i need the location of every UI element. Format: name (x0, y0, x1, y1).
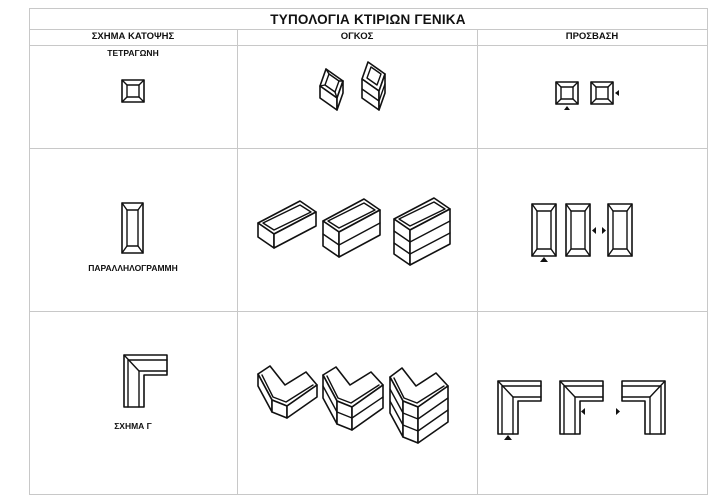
l-volume-icon-2 (322, 366, 384, 431)
cube-volume-icon (319, 68, 344, 111)
entrance-marker-icon (504, 435, 512, 440)
rectangle-access-icon-3 (607, 203, 633, 257)
table-grid (29, 8, 708, 495)
square-access-icon-2 (590, 81, 614, 105)
table-title: ΤΥΠΟΛΟΓΙΑ ΚΤΙΡΙΩΝ ΓΕΝΙΚΑ (270, 12, 466, 27)
box-volume-icon-1 (257, 200, 317, 249)
square-plan-icon (121, 79, 145, 103)
row-label-parallelogram: ΠΑΡΑΛΛΗΛΟΓΡΑΜΜΗ (88, 263, 178, 273)
l-access-icon-1 (497, 380, 542, 435)
header-plan-shape: ΣΧΗΜΑ ΚΑΤΟΨΗΣ (91, 31, 175, 42)
box-volume-icon-3 (393, 197, 451, 266)
l-access-icon-2 (559, 380, 604, 435)
entrance-marker-icon (592, 227, 596, 234)
entrance-marker-icon (564, 106, 570, 110)
entrance-marker-icon (615, 90, 619, 96)
header-access: ΠΡΟΣΒΑΣΗ (565, 31, 619, 42)
entrance-marker-icon (616, 408, 620, 415)
square-access-icon-1 (555, 81, 579, 105)
rectangle-access-icon-2 (565, 203, 591, 257)
box-volume-icon-2 (322, 198, 381, 258)
row-label-gamma: ΣΧΗΜΑ Γ (114, 421, 152, 431)
l-volume-icon-1 (257, 365, 318, 419)
l-shape-plan-icon (123, 354, 168, 408)
rectangle-access-icon-1 (531, 203, 557, 257)
header-volume: ΟΓΚΟΣ (340, 31, 374, 42)
entrance-marker-icon (602, 227, 606, 234)
row-label-square: ΤΕΤΡΑΓΩΝΗ (107, 48, 159, 58)
cube-tall-volume-icon (361, 61, 386, 111)
l-access-icon-3 (621, 380, 666, 435)
rectangle-plan-icon (121, 202, 144, 254)
entrance-marker-icon (581, 408, 585, 415)
l-volume-icon-3 (389, 367, 449, 444)
entrance-marker-icon (540, 257, 548, 262)
